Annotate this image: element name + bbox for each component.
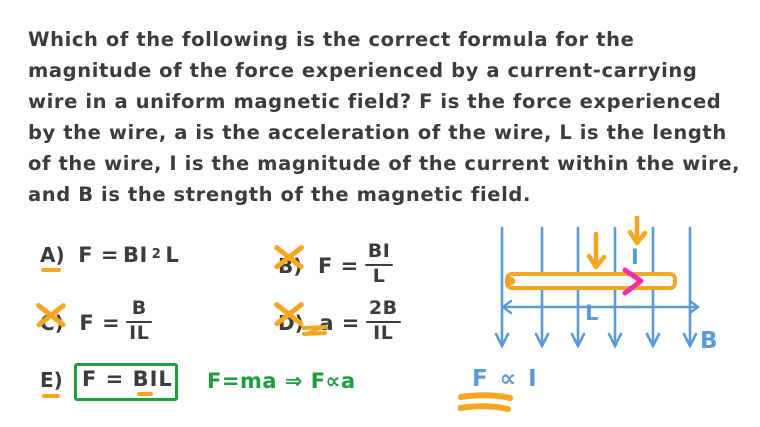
current-arrows <box>586 213 648 270</box>
option-b-lhs: F = <box>317 253 359 278</box>
blue-annotation: F ∝ I <box>472 366 539 392</box>
option-d-numerator: 2B <box>368 297 398 319</box>
option-a-base: BI <box>122 243 148 267</box>
option-d[interactable]: D) a = 2B IL <box>278 297 403 345</box>
option-b-fraction: BI L <box>364 240 394 288</box>
option-b-formula: F = BI L <box>317 240 395 288</box>
option-e-current-underline <box>137 392 153 396</box>
field-line <box>682 226 698 349</box>
option-c-denominator: IL <box>129 322 150 345</box>
option-e[interactable]: E) <box>40 368 63 392</box>
wire-left-cap <box>506 276 516 286</box>
current-carrying-wire <box>505 272 677 290</box>
field-line <box>494 226 510 349</box>
option-c-formula: F = B IL <box>79 297 154 345</box>
option-b-denominator: L <box>372 265 386 288</box>
option-d-formula: a = 2B IL <box>319 297 402 345</box>
option-d-variable-underline <box>302 325 328 336</box>
option-a-letter-underline <box>41 268 61 272</box>
option-b-letter: B) <box>278 253 303 278</box>
option-e-answer: F = BIL <box>82 367 173 391</box>
option-d-letter: D) <box>278 310 304 335</box>
current-direction-arrowhead <box>622 267 644 296</box>
current-label: I <box>631 245 639 269</box>
option-d-denominator: IL <box>373 322 394 345</box>
option-c-numerator: B <box>131 297 147 319</box>
option-c-lhs: F = <box>79 310 121 335</box>
blue-annotation-underline <box>458 392 513 412</box>
correct-answer-box <box>74 363 178 401</box>
option-d-fraction: 2B IL <box>365 297 401 345</box>
fraction-bar <box>126 320 153 324</box>
option-c-fraction: B IL <box>126 297 153 345</box>
length-label: L <box>585 301 598 325</box>
blue-annotation-text: F ∝ I <box>472 366 539 392</box>
option-c[interactable]: C) F = B IL <box>40 297 154 345</box>
fraction-bar <box>364 263 394 267</box>
option-a-tail: L <box>165 243 180 267</box>
option-e-letter: E) <box>40 368 63 392</box>
field-label: B <box>700 328 718 354</box>
length-measure-arrow <box>501 299 700 315</box>
option-d-lhs: a = <box>319 310 360 335</box>
option-a-lhs: F = <box>78 243 119 267</box>
fraction-bar <box>365 320 401 324</box>
option-e-letter-underline <box>42 394 60 398</box>
current-arrow <box>586 231 607 270</box>
option-c-letter: C) <box>40 310 64 335</box>
green-annotation-text: F=ma ⇒ F∝a <box>207 369 356 393</box>
option-b[interactable]: B) F = BI L <box>278 240 395 288</box>
current-arrow <box>627 213 648 246</box>
option-b-numerator: BI <box>367 240 391 262</box>
diagram-svg: I L B <box>494 213 718 354</box>
option-a-letter: A) <box>40 243 65 267</box>
magnetic-field-diagram: I L B <box>485 213 760 361</box>
question-text: Which of the following is the correct fo… <box>28 28 748 206</box>
green-annotation: F=ma ⇒ F∝a <box>207 369 356 393</box>
